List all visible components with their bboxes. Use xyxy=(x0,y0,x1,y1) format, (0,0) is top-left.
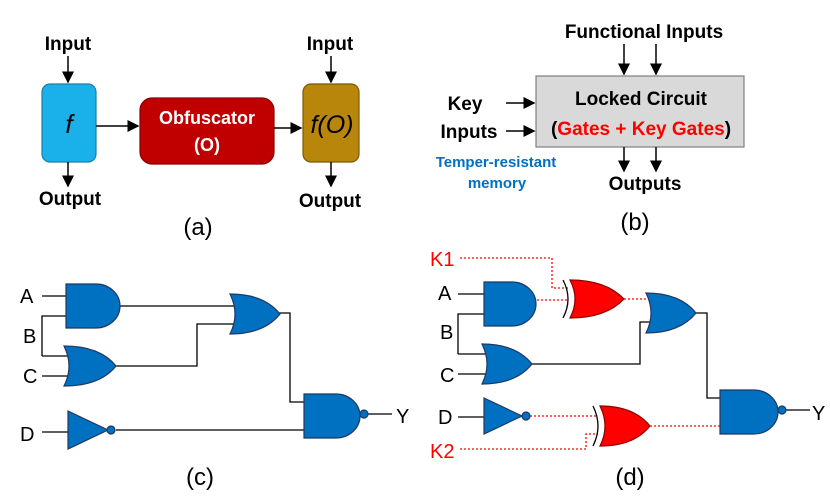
nand-gate-bubble-d xyxy=(777,405,787,415)
not-gate-bubble-d xyxy=(521,411,531,421)
caption-d: (d) xyxy=(615,464,644,491)
caption-b: (b) xyxy=(620,209,649,236)
input-label-right: Input xyxy=(307,34,354,55)
output-label-right: Output xyxy=(299,191,362,212)
label-c-d: C xyxy=(440,365,454,387)
label-k1: K1 xyxy=(430,249,454,271)
f-box xyxy=(41,83,97,163)
label-a: A xyxy=(20,286,34,308)
f-label: f xyxy=(65,109,75,139)
xor-key-gate-1 xyxy=(562,279,625,319)
label-y: Y xyxy=(396,406,409,428)
wires-c xyxy=(41,295,392,433)
and-gate-1 xyxy=(65,283,121,329)
label-d: D xyxy=(20,424,34,446)
or-gate-1 xyxy=(63,345,117,387)
or-gate-1-d xyxy=(481,343,533,385)
and-gate-1-d xyxy=(483,281,537,327)
label-d-d: D xyxy=(438,407,452,429)
label-k2: K2 xyxy=(430,441,454,463)
key-label-line1: Key xyxy=(448,94,483,115)
not-gate xyxy=(67,410,110,450)
not-gate-d xyxy=(483,397,524,435)
nand-gate-d xyxy=(719,389,779,435)
locked-circuit-box xyxy=(535,75,745,148)
caption-c: (c) xyxy=(186,464,214,491)
panel-a: Input f Output Obfuscator (O) Input f(O)… xyxy=(39,34,362,241)
panel-c: A B C D Y (c) xyxy=(20,283,409,491)
obfuscator-line1: Obfuscator xyxy=(159,108,255,128)
outputs-label: Outputs xyxy=(609,174,682,195)
label-a-d: A xyxy=(438,283,452,305)
label-y-d: Y xyxy=(812,403,825,425)
xor-key-gate-2 xyxy=(592,405,651,447)
gates-key-gates-text: Gates + Key Gates xyxy=(557,119,724,140)
obfuscator-line2: (O) xyxy=(194,135,220,155)
nand-gate-bubble xyxy=(359,409,369,419)
gates-open-paren: ( xyxy=(551,119,558,140)
or-gate-2 xyxy=(229,293,281,335)
label-c: C xyxy=(23,366,37,388)
panel-b: Functional Inputs Locked Circuit (Gates … xyxy=(436,22,745,236)
label-b: B xyxy=(23,326,36,348)
input-label-left: Input xyxy=(45,34,92,55)
output-label-left: Output xyxy=(39,189,102,210)
not-gate-bubble xyxy=(106,425,116,435)
locked-circuit-gates: (Gates + Key Gates) xyxy=(551,119,731,140)
fo-label: f(O) xyxy=(310,111,353,139)
panel-d: K1 A B C D K2 Y xyxy=(430,249,825,491)
memory-label-line1: Temper-resistant xyxy=(436,154,557,171)
obfuscator-box xyxy=(139,97,275,165)
locked-circuit-title: Locked Circuit xyxy=(575,89,708,110)
memory-label-line2: memory xyxy=(468,175,527,192)
or-gate-2-d xyxy=(645,292,697,334)
key-wires-d xyxy=(460,257,720,450)
label-b-d: B xyxy=(440,322,453,344)
nand-gate xyxy=(303,393,361,439)
wires-d xyxy=(457,293,810,418)
key-label-line2: Inputs xyxy=(441,122,498,143)
caption-a: (a) xyxy=(183,214,212,241)
functional-inputs-label: Functional Inputs xyxy=(565,22,723,43)
gates-close-paren: ) xyxy=(725,119,731,140)
